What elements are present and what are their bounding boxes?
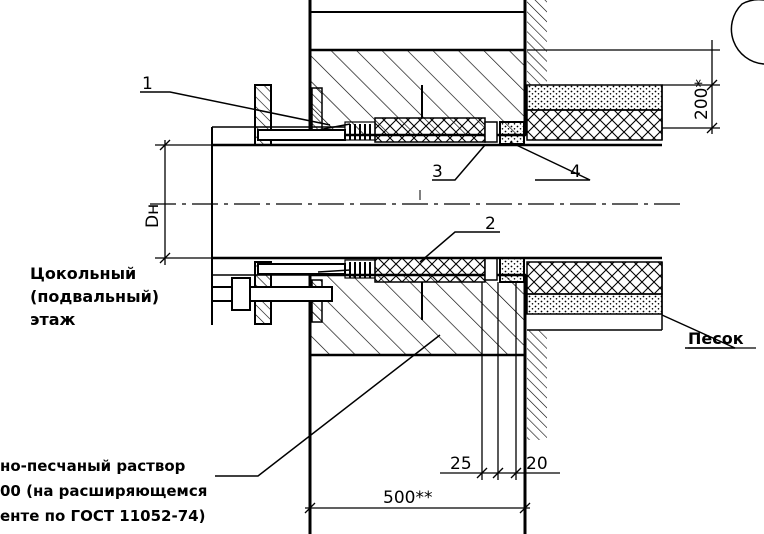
dimension-length: 500** xyxy=(383,488,432,508)
sleeve-insulation xyxy=(344,117,525,283)
wall-upper xyxy=(308,0,527,137)
dimension-diameter: Dн xyxy=(143,204,163,228)
detail-circle xyxy=(730,0,764,65)
callout-1: 1 xyxy=(142,74,153,94)
dimension-gap-right: 20 xyxy=(526,454,548,474)
callout-4: 4 xyxy=(570,162,581,182)
note-line1: но-песчаный раствор xyxy=(0,457,186,475)
dimension-gap-left: 25 xyxy=(450,454,472,474)
soil-hatching xyxy=(527,0,547,440)
bolt xyxy=(211,286,333,302)
label-sand: Песок xyxy=(688,329,744,348)
callout-2: 2 xyxy=(485,214,496,234)
label-floor-line2: (подвальный) xyxy=(30,287,159,306)
callout-3: 3 xyxy=(432,162,443,182)
outer-layers-lower xyxy=(526,261,663,331)
flange-assembly xyxy=(211,84,423,325)
label-floor-line3: этаж xyxy=(30,310,76,329)
dimensions xyxy=(155,40,720,514)
note-line3: енте по ГОСТ 11052-74) xyxy=(0,507,205,525)
outer-layers-upper xyxy=(526,49,720,141)
dimension-top: 200* xyxy=(692,79,712,120)
note-line2: 00 (на расширяющемся xyxy=(0,482,207,500)
label-floor-line1: Цокольный xyxy=(30,264,136,283)
